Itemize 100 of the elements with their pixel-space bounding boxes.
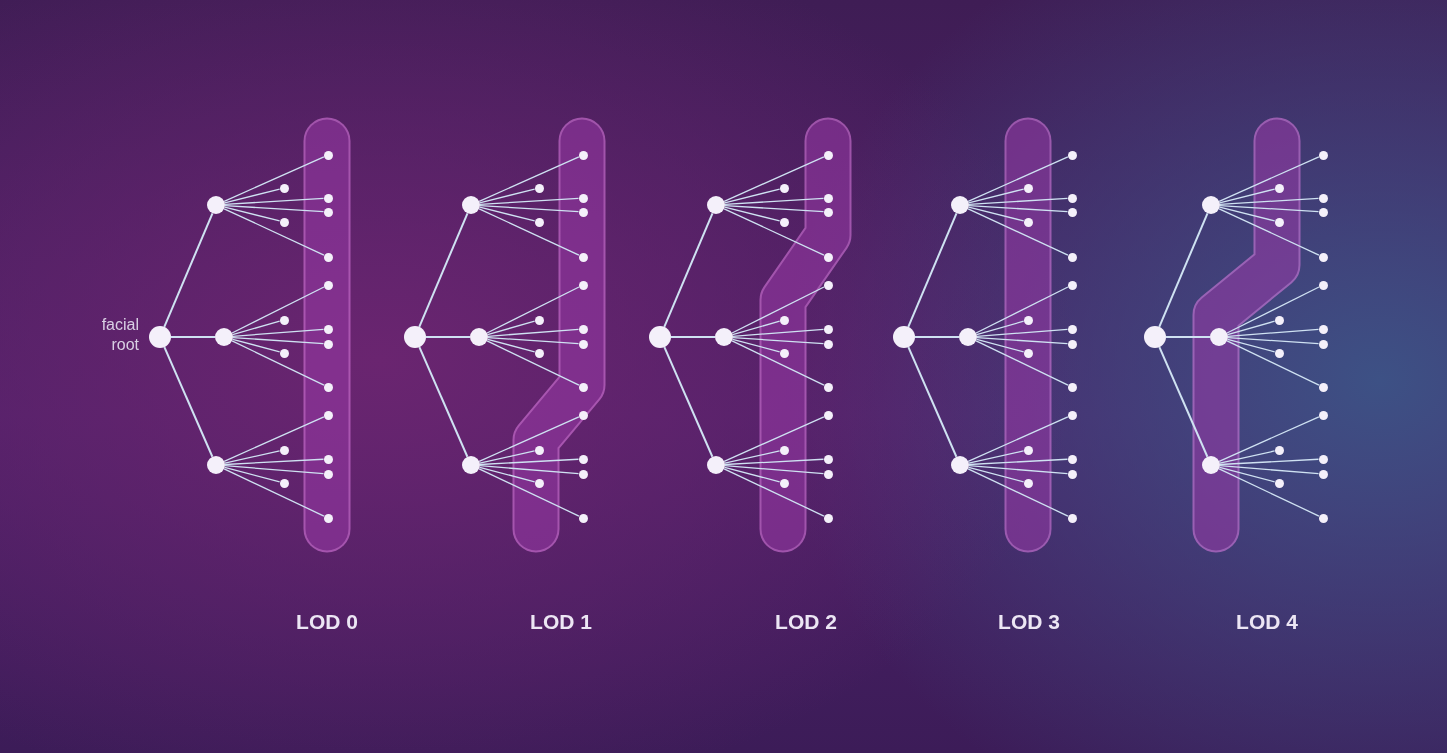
circle-node xyxy=(1274,348,1284,358)
circle-node xyxy=(1318,252,1328,262)
circle-node xyxy=(779,315,789,325)
circle-node xyxy=(707,456,725,474)
circle-node xyxy=(534,445,544,455)
root-circle-node xyxy=(149,326,171,348)
circle-node xyxy=(323,150,333,160)
connector-line xyxy=(223,416,325,462)
connector-line xyxy=(663,346,714,458)
circle-node xyxy=(323,469,333,479)
circle-node xyxy=(823,324,833,334)
connector-line xyxy=(163,212,214,328)
connector-line xyxy=(1218,156,1320,202)
connector-line xyxy=(487,338,536,353)
circle-node xyxy=(578,513,588,523)
connector-line xyxy=(1218,416,1320,462)
circle-node xyxy=(1202,456,1220,474)
connector-line xyxy=(663,212,714,328)
circle-node xyxy=(1023,183,1033,193)
connector-line xyxy=(418,212,469,328)
connector-line xyxy=(231,286,325,334)
connector-line xyxy=(1218,208,1320,256)
connector-line xyxy=(232,338,281,353)
connector-line xyxy=(479,466,536,483)
circle-node xyxy=(1067,150,1077,160)
connector-line xyxy=(1227,336,1320,345)
connector-line xyxy=(1219,206,1276,222)
circle-node xyxy=(1318,469,1328,479)
circle-node xyxy=(1318,339,1328,349)
connector-line xyxy=(731,286,825,334)
circle-node xyxy=(534,217,544,227)
circle-node xyxy=(323,252,333,262)
circle-node xyxy=(715,328,733,346)
connector-line xyxy=(232,336,325,345)
connector-line xyxy=(224,458,325,466)
circle-node xyxy=(323,280,333,290)
circle-node xyxy=(1318,324,1328,334)
connector-line xyxy=(732,328,825,337)
circle-node xyxy=(578,454,588,464)
level-label: LOD 1 xyxy=(530,610,592,634)
circle-node xyxy=(779,183,789,193)
connector-line xyxy=(1219,466,1276,483)
circle-node xyxy=(534,478,544,488)
connector-line xyxy=(478,156,580,202)
connector-line xyxy=(1227,338,1276,353)
connector-line xyxy=(731,340,825,386)
circle-node xyxy=(1274,478,1284,488)
connector-line xyxy=(907,212,958,328)
connector-line xyxy=(914,336,960,338)
circle-node xyxy=(462,196,480,214)
circle-node xyxy=(279,478,289,488)
circle-node xyxy=(1274,445,1284,455)
root-circle-node xyxy=(1144,326,1166,348)
circle-node xyxy=(823,193,833,203)
connector-line xyxy=(975,340,1069,386)
circle-node xyxy=(1067,280,1077,290)
connector-line xyxy=(224,188,281,204)
connector-line xyxy=(1219,465,1320,475)
level-label: LOD 2 xyxy=(775,610,837,634)
circle-node xyxy=(578,469,588,479)
circle-node xyxy=(578,382,588,392)
connector-line xyxy=(724,188,781,204)
connector-line xyxy=(1219,458,1320,466)
circle-node xyxy=(578,193,588,203)
connector-line xyxy=(968,458,1069,466)
connector-line xyxy=(968,466,1025,483)
circle-node xyxy=(779,445,789,455)
circle-node xyxy=(823,252,833,262)
circle-node xyxy=(779,478,789,488)
circle-node xyxy=(1023,478,1033,488)
circle-node xyxy=(823,280,833,290)
circle-node xyxy=(1023,315,1033,325)
connector-line xyxy=(1219,188,1276,204)
connector-line xyxy=(479,188,536,204)
circle-node xyxy=(1023,217,1033,227)
circle-node xyxy=(578,324,588,334)
connector-line xyxy=(1219,450,1276,464)
connector-line xyxy=(968,465,1069,475)
connector-line xyxy=(418,346,469,458)
connector-line xyxy=(223,156,325,202)
connector-line xyxy=(486,286,580,334)
connector-line xyxy=(487,320,536,336)
connector-line xyxy=(1219,204,1320,213)
connector-line xyxy=(479,197,580,206)
connector-line xyxy=(478,208,580,256)
connector-line xyxy=(724,465,825,475)
node-caption: facial root xyxy=(100,315,139,355)
connector-line xyxy=(224,465,325,475)
connector-line xyxy=(968,188,1025,204)
circle-node xyxy=(534,183,544,193)
connector-line xyxy=(723,416,825,462)
circle-node xyxy=(823,207,833,217)
circle-node xyxy=(1023,445,1033,455)
circle-node xyxy=(1067,339,1077,349)
connector-line xyxy=(724,197,825,206)
circle-node xyxy=(1318,513,1328,523)
connector-line xyxy=(723,468,825,517)
circle-node xyxy=(1067,382,1077,392)
circle-node xyxy=(578,280,588,290)
circle-node xyxy=(823,454,833,464)
